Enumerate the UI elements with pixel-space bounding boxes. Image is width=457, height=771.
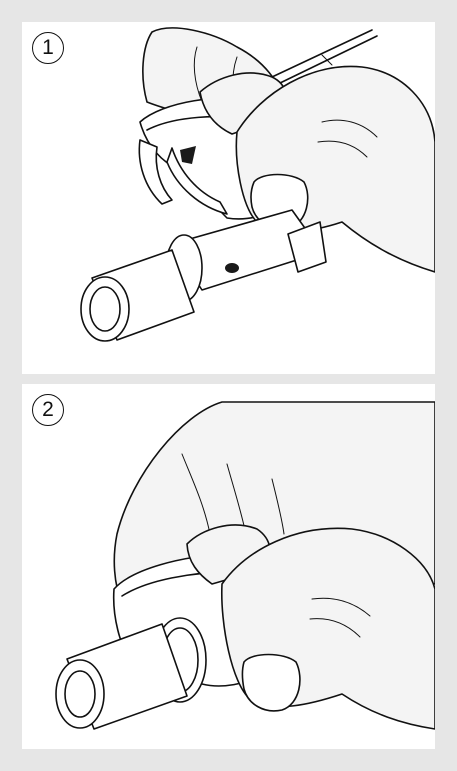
step-1-panel: 1: [22, 22, 435, 374]
step-2-illustration: [22, 384, 435, 749]
step-2-number: 2: [32, 394, 64, 426]
step-2-panel: 2: [22, 384, 435, 749]
airway-adapter: [81, 210, 326, 341]
step-1-illustration: [22, 22, 435, 374]
step-1-number: 1: [32, 32, 64, 64]
hand-front: [187, 525, 435, 729]
airway-adapter: [56, 624, 187, 729]
